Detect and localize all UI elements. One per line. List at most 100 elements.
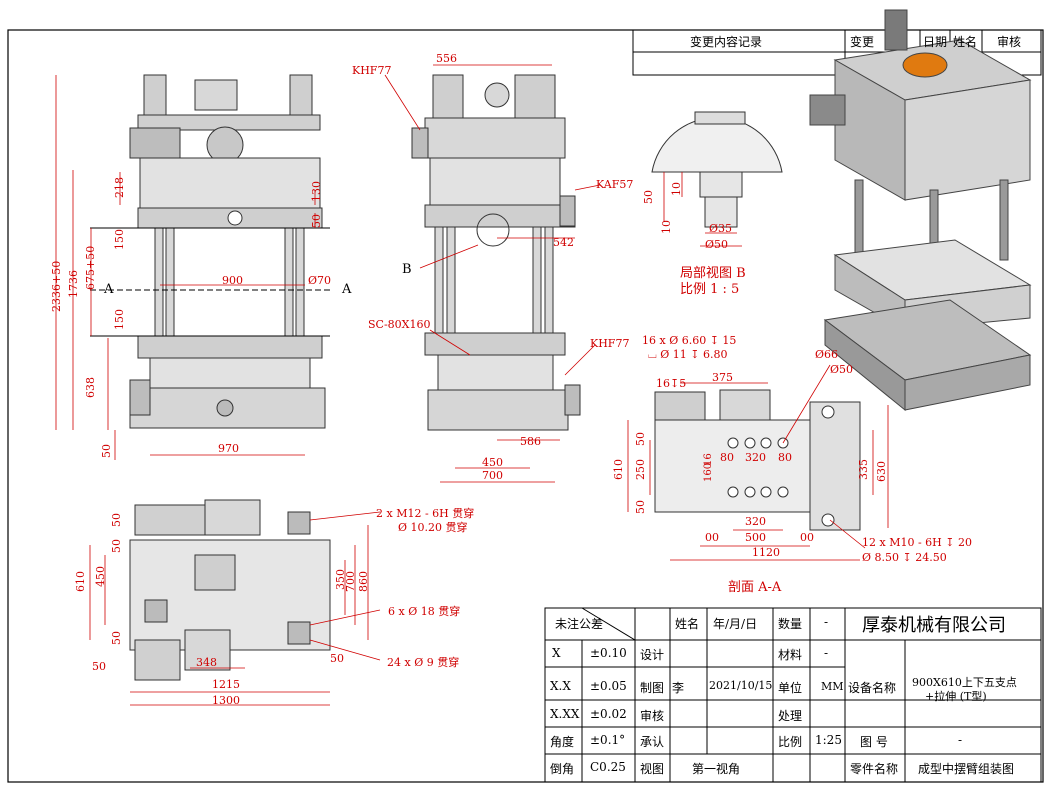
- label-khf77-top: KHF77: [352, 64, 392, 77]
- front-dim-base: 638: [84, 377, 97, 398]
- part-name-label: 零件名称: [850, 762, 899, 776]
- label-kaf57: KAF57: [596, 178, 634, 191]
- detail-b-scale: 比例 1 : 5: [680, 282, 740, 297]
- section-aa-dim-320a: 320: [745, 451, 766, 464]
- check-label: 审核: [640, 709, 665, 723]
- view-label: 视图: [640, 762, 665, 776]
- quantity-label: 数量: [778, 617, 803, 631]
- top-note-m12: 2 x M12 - 6H 贯穿: [376, 507, 475, 520]
- top-dim-450: 450: [94, 566, 107, 587]
- top-dim-1215: 1215: [212, 678, 240, 691]
- tol-row3-b: ±0.02: [590, 707, 627, 721]
- scale-label: 比例: [778, 735, 803, 749]
- tol-row2-b: ±0.05: [590, 679, 627, 693]
- section-aa-dim-320b: 320: [745, 515, 766, 528]
- detail-b-title: 局部视图 B: [680, 266, 746, 281]
- tol-row5-b: C0.25: [590, 760, 626, 774]
- front-dim-970: 970: [218, 442, 239, 455]
- drawing-number-value: -: [958, 733, 963, 747]
- top-note-dia9: 24 x Ø 9 贯穿: [387, 656, 460, 669]
- equipment-name-line2: +拉伸 (T型): [925, 690, 987, 703]
- section-aa-dim-250: 250: [634, 459, 647, 480]
- detail-b-dim-lines: [663, 172, 742, 247]
- side-dim-700: 700: [482, 469, 503, 482]
- section-aa-dim-335: 335: [857, 459, 870, 480]
- section-aa-dim-630: 630: [875, 461, 888, 482]
- front-dim-dia70: Ø70: [308, 274, 332, 287]
- detail-b-dim-dia35: Ø35: [709, 222, 733, 235]
- tol-row5-a: 倒角: [550, 762, 575, 776]
- change-record-title: 变更内容记录: [690, 35, 763, 49]
- section-aa-title: 剖面 A-A: [728, 580, 782, 595]
- company-name: 厚泰机械有限公司: [862, 615, 1006, 636]
- label-sc-cylinder: SC-80X160: [368, 318, 431, 331]
- section-aa-dim-50-bottom: 50: [634, 500, 647, 514]
- side-dim-556: 556: [436, 52, 457, 65]
- front-dim-150-bottom: 150: [113, 309, 126, 330]
- design-label: 设计: [640, 648, 665, 662]
- side-dim-450: 450: [482, 456, 503, 469]
- top-dim-700: 700: [344, 571, 357, 592]
- top-dim-610: 610: [74, 571, 87, 592]
- name-header: 姓名: [953, 35, 978, 49]
- top-dim-348: 348: [196, 656, 217, 669]
- section-aa-dim-50-top: 50: [634, 432, 647, 446]
- unit-value: MM: [821, 680, 844, 693]
- drafter-name: 李: [672, 681, 685, 695]
- detail-b-dim-10a: 10: [670, 182, 683, 196]
- front-dim-height: 1736: [67, 270, 80, 298]
- section-aa-dim-00a: 00: [705, 531, 719, 544]
- side-dim-542: 542: [553, 236, 574, 249]
- drafting-label: 制图: [640, 681, 665, 695]
- section-aa-dim-lines: [627, 364, 889, 561]
- front-dim-218: 218: [113, 177, 126, 198]
- label-khf77-bottom: KHF77: [590, 337, 630, 350]
- section-marker-right: A: [342, 282, 352, 297]
- scale-value: 1:25: [815, 733, 842, 747]
- change-person-header: 变更: [850, 35, 875, 49]
- top-dim-50-b: 50: [110, 539, 123, 553]
- detail-b-callout: B: [402, 262, 412, 277]
- col-date-header: 年/月/日: [713, 617, 758, 631]
- col-name-header: 姓名: [675, 617, 700, 631]
- tolerance-header: 未注公差: [555, 617, 604, 631]
- detail-b-dim-50: 50: [642, 190, 655, 204]
- side-dim-586: 586: [520, 435, 541, 448]
- section-aa-dim-16d5: 16↧5: [656, 377, 687, 390]
- section-aa-dim-80a: 80: [720, 451, 734, 464]
- material-value: -: [824, 646, 829, 660]
- tol-row3-a: X.XX: [550, 707, 580, 721]
- detail-b-dim-dia50: Ø50: [705, 238, 729, 251]
- section-aa-dim-00b: 00: [800, 531, 814, 544]
- side-view: [411, 74, 581, 431]
- section-aa-view: [654, 389, 861, 531]
- equipment-name-line1: 900X610上下五支点: [912, 676, 1017, 689]
- top-view: [129, 499, 331, 681]
- top-dim-50-c: 50: [110, 631, 123, 645]
- isometric-view: [809, 9, 1032, 412]
- section-aa-dim-dia50: Ø50: [830, 363, 854, 376]
- section-aa-dim-375: 375: [712, 371, 733, 384]
- top-note-dia10: Ø 10.20 贯穿: [398, 521, 468, 534]
- section-marker-left: A: [104, 282, 114, 297]
- front-view: [90, 74, 330, 429]
- treatment-label: 处理: [778, 709, 803, 723]
- front-dim-stroke: 675+50: [84, 245, 97, 290]
- front-dim-130: 130: [310, 181, 323, 202]
- section-aa-dim-500: 500: [745, 531, 766, 544]
- unit-label: 单位: [778, 681, 803, 695]
- front-dim-total: 2336+50: [50, 260, 63, 312]
- front-dim-50: 50: [310, 214, 323, 228]
- tol-row2-a: X.X: [550, 679, 571, 693]
- equipment-label: 设备名称: [848, 681, 897, 695]
- tol-row4-b: ±0.1°: [590, 733, 626, 747]
- part-name-value: 成型中摆臂组装图: [918, 762, 1015, 776]
- tol-row1-b: ±0.10: [590, 646, 627, 660]
- detail-b-dim-10b: 10: [660, 220, 673, 234]
- top-dim-50-e: 50: [330, 652, 344, 665]
- drawing-number-label: 图 号: [860, 735, 888, 749]
- section-aa-hole-note: 16 x Ø 6.60 ↧ 15: [642, 334, 737, 347]
- detail-b-view: [651, 111, 783, 228]
- top-dim-860: 860: [357, 571, 370, 592]
